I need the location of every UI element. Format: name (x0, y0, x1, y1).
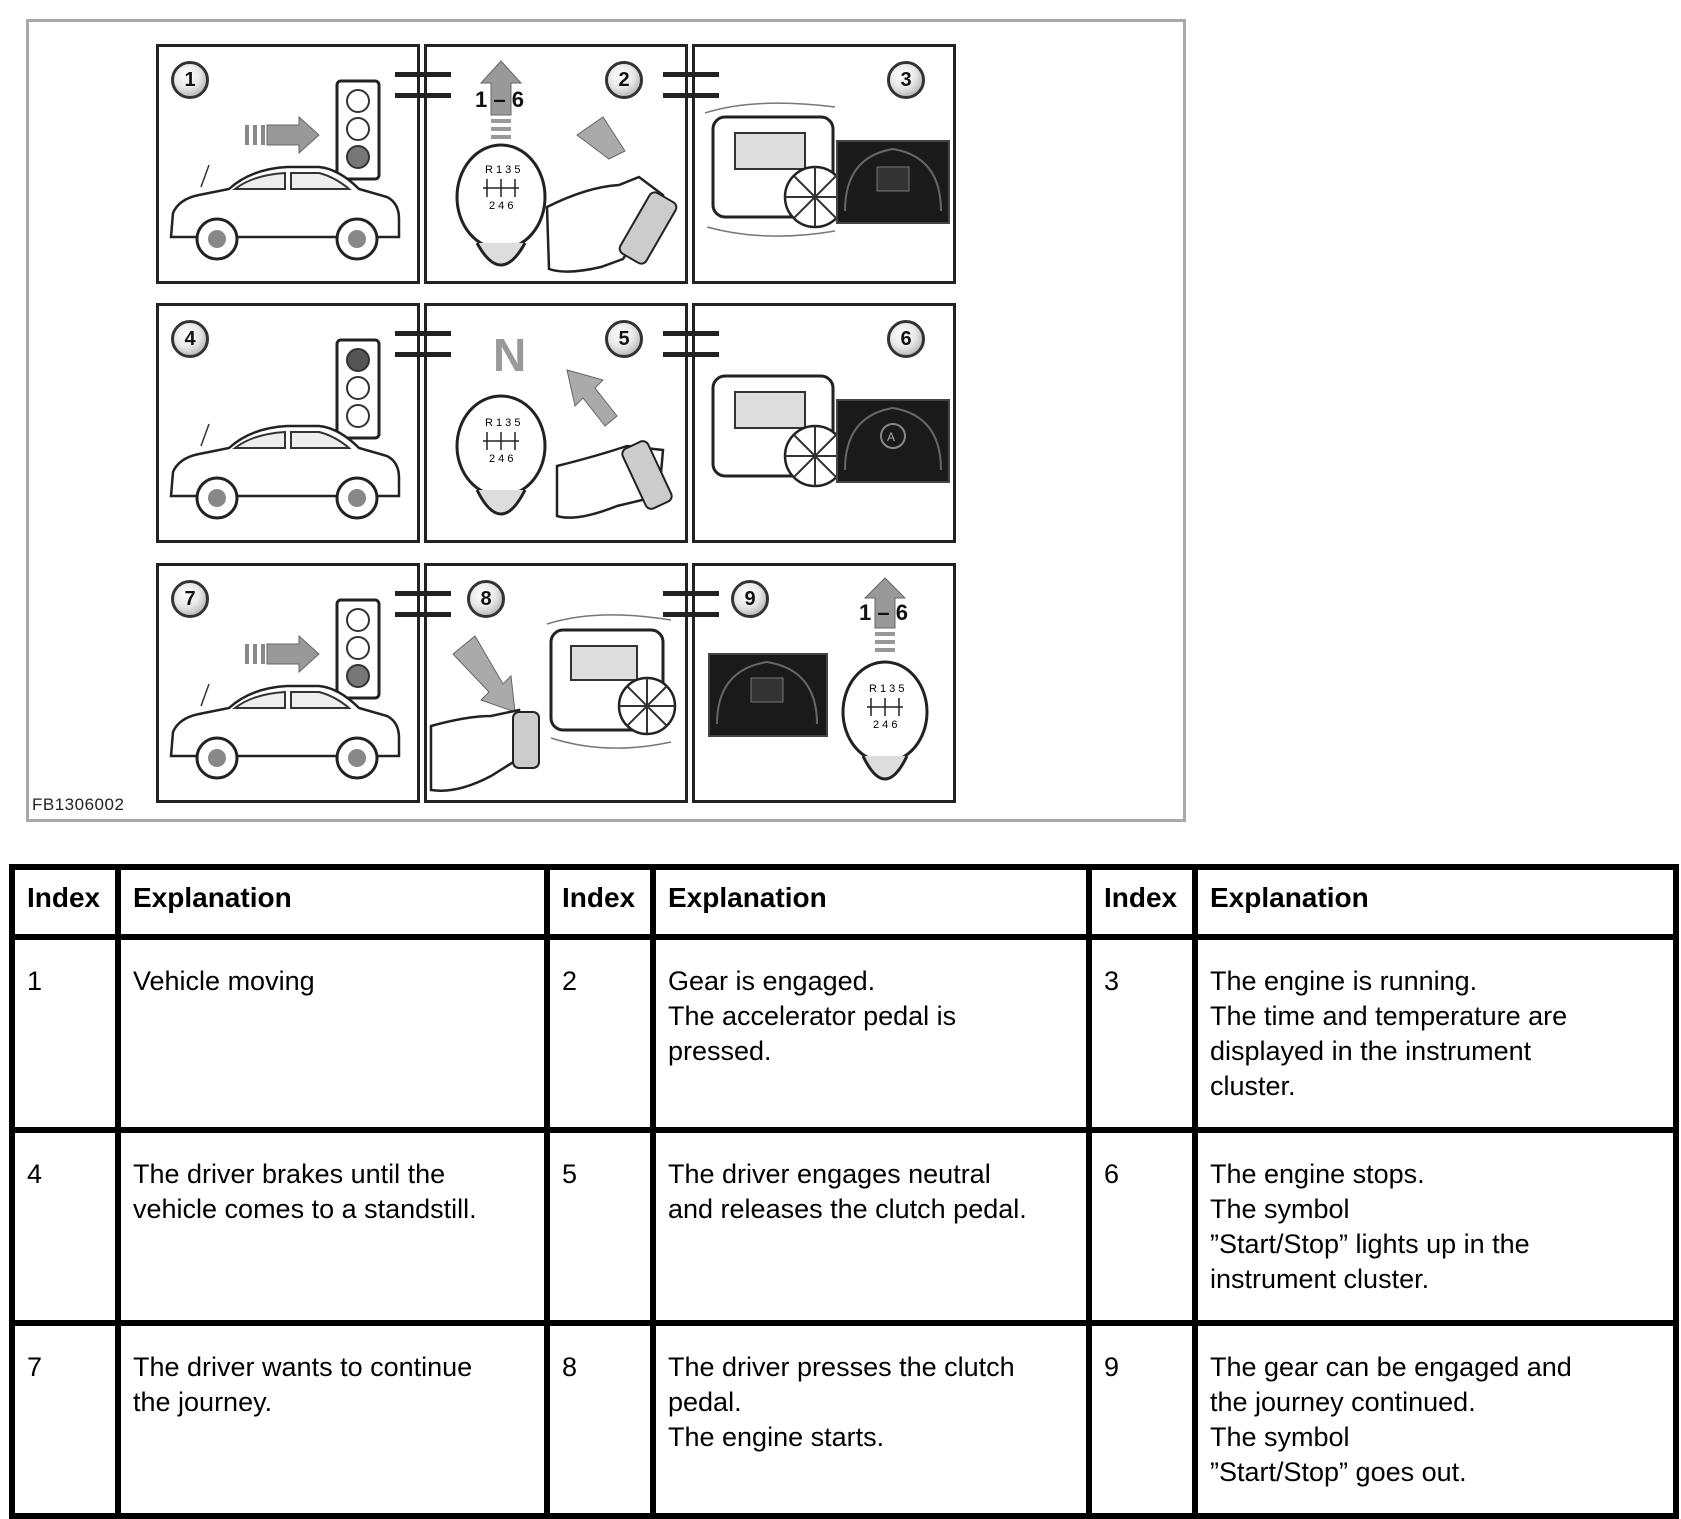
explanation-cell: Vehicle moving (115, 934, 550, 1133)
step-number-badge: 9 (731, 580, 769, 618)
svg-text:R 1 3 5: R 1 3 5 (485, 164, 520, 176)
explanation-cell: Gear is engaged. The accelerator pedal i… (650, 934, 1092, 1133)
table-row: 4 The driver brakes until the vehicle co… (9, 1127, 1679, 1326)
gear-range-label: 1 – 6 (859, 600, 908, 625)
step-number-badge: 4 (171, 320, 209, 358)
panel-7: 7 (156, 563, 420, 803)
panel-2: R 1 3 5 2 4 6 1 – 6 2 (424, 44, 688, 284)
car-moving-illustration (169, 79, 401, 261)
legend-table: Index Explanation Index Explanation Inde… (9, 864, 1679, 1519)
panel-8: 8 (424, 563, 688, 803)
explanation-cell: The engine is running. The time and temp… (1192, 934, 1679, 1133)
index-cell: 3 (1086, 934, 1198, 1133)
svg-text:R 1 3 5: R 1 3 5 (485, 417, 520, 429)
table-row: 1 Vehicle moving 2 Gear is engaged. The … (9, 934, 1679, 1133)
gear-range-label: 1 – 6 (475, 87, 524, 112)
header-index: Index (9, 864, 121, 940)
header-index: Index (544, 864, 656, 940)
car-stopped-illustration (169, 338, 401, 520)
index-cell: 6 (1086, 1127, 1198, 1326)
step-number-badge: 1 (171, 61, 209, 99)
header-explanation: Explanation (650, 864, 1092, 940)
index-cell: 8 (544, 1320, 656, 1519)
panel-4: 4 (156, 303, 420, 543)
panel-connector (395, 591, 451, 617)
explanation-cell: The driver engages neutral and releases … (650, 1127, 1092, 1326)
illustration-frame: 1 R 1 3 5 2 4 6 1 – 6 2 (26, 19, 1186, 822)
index-cell: 2 (544, 934, 656, 1133)
clutch-press-engine-start-illustration (429, 614, 677, 792)
table-header-row: Index Explanation Index Explanation Inde… (9, 864, 1679, 940)
header-explanation: Explanation (115, 864, 550, 940)
index-cell: 1 (9, 934, 121, 1133)
panel-connector (663, 72, 719, 98)
svg-text:2 4 6: 2 4 6 (873, 719, 897, 731)
header-explanation: Explanation (1192, 864, 1679, 940)
gear-engaged-continue-illustration: R 1 3 5 2 4 6 (708, 577, 929, 781)
index-cell: 7 (9, 1320, 121, 1519)
panel-3: 3 (692, 44, 956, 284)
explanation-cell: The engine stops. The symbol ”Start/Stop… (1192, 1127, 1679, 1326)
svg-text:R 1 3 5: R 1 3 5 (869, 683, 904, 695)
step-number-badge: 5 (605, 320, 643, 358)
panel-1: 1 (156, 44, 420, 284)
header-index: Index (1086, 864, 1198, 940)
panel-6: A 6 (692, 303, 956, 543)
engine-running-cluster-illustration (704, 102, 950, 237)
neutral-label: N (493, 329, 527, 381)
neutral-clutch-release-illustration: R 1 3 5 2 4 6 (455, 369, 673, 519)
panel-connector (395, 72, 451, 98)
panel-connector (663, 331, 719, 357)
panel-5: R 1 3 5 2 4 6 N 5 (424, 303, 688, 543)
explanation-cell: The driver brakes until the vehicle come… (115, 1127, 550, 1326)
gear-engaged-accelerator-illustration: R 1 3 5 2 4 6 (455, 60, 678, 273)
explanation-cell: The driver wants to continue the journey… (115, 1320, 550, 1519)
svg-text:A: A (887, 430, 895, 444)
step-number-badge: 3 (887, 61, 925, 99)
index-cell: 4 (9, 1127, 121, 1326)
panel-connector (663, 591, 719, 617)
svg-text:2 4 6: 2 4 6 (489, 453, 513, 465)
step-number-badge: 8 (467, 580, 505, 618)
car-continue-illustration (169, 598, 401, 780)
index-cell: 9 (1086, 1320, 1198, 1519)
svg-text:2 4 6: 2 4 6 (489, 200, 513, 212)
explanation-cell: The driver presses the clutch pedal. The… (650, 1320, 1092, 1519)
explanation-cell: The gear can be engaged and the journey … (1192, 1320, 1679, 1519)
panel-connector (395, 331, 451, 357)
engine-stopped-cluster-illustration: A (711, 374, 950, 488)
figure-code: FB1306002 (32, 795, 125, 814)
step-number-badge: 2 (605, 61, 643, 99)
step-number-badge: 7 (171, 580, 209, 618)
table-row: 7 The driver wants to continue the journ… (9, 1320, 1679, 1519)
step-number-badge: 6 (887, 320, 925, 358)
index-cell: 5 (544, 1127, 656, 1326)
panel-9: R 1 3 5 2 4 6 1 – 6 9 (692, 563, 956, 803)
